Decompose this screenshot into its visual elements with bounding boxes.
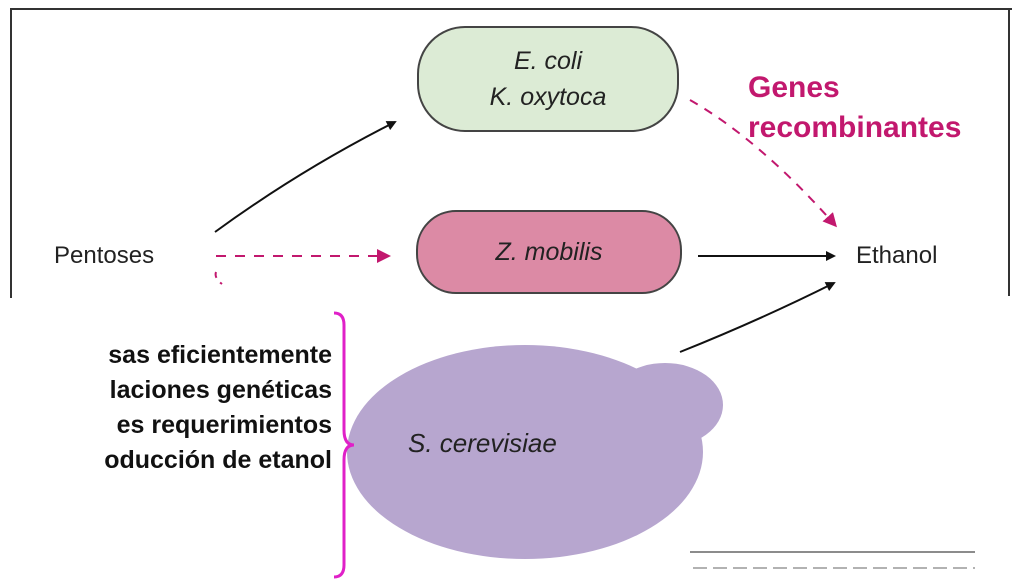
zmobilis-node: Z. mobilis	[416, 210, 682, 294]
left-note-line-3: es requerimientos	[116, 411, 332, 439]
koxytoca-label: K. oxytoca	[489, 83, 607, 111]
left-note-line-1: sas eficientemente	[108, 341, 332, 369]
pentoses-label: Pentoses	[54, 242, 155, 269]
pentoses-dashed-tail	[214, 271, 223, 285]
figure-border-right	[1008, 8, 1010, 296]
left-note-line-4: oducción de etanol	[104, 446, 332, 474]
scerevisiae-label: S. cerevisiae	[408, 428, 557, 458]
arrow-pentoses-to-ecoli	[214, 121, 397, 233]
ecoli-label: E. coli	[513, 47, 583, 75]
left-note-line-2: laciones genéticas	[109, 376, 332, 404]
recombinant-genes-annotation: Genes recombinantes	[748, 68, 961, 148]
recombinant-genes-line-2: recombinantes	[748, 111, 962, 144]
yeast-cell-shape	[347, 345, 723, 559]
recombinant-genes-line-1: Genes	[748, 71, 840, 104]
arrow-recombinant-genes-to-ethanol	[689, 99, 837, 228]
arrow-yeast-to-ethanol	[679, 282, 836, 353]
zmobilis-label: Z. mobilis	[495, 238, 603, 266]
left-note: sas eficientemente laciones genéticas es…	[104, 338, 332, 478]
figure-border-left	[10, 8, 12, 298]
ecoli-koxytoca-node: E. coli K. oxytoca	[417, 26, 679, 132]
note-bracket	[333, 311, 355, 579]
figure-border-top	[10, 8, 1012, 10]
ethanol-label: Ethanol	[856, 242, 938, 269]
